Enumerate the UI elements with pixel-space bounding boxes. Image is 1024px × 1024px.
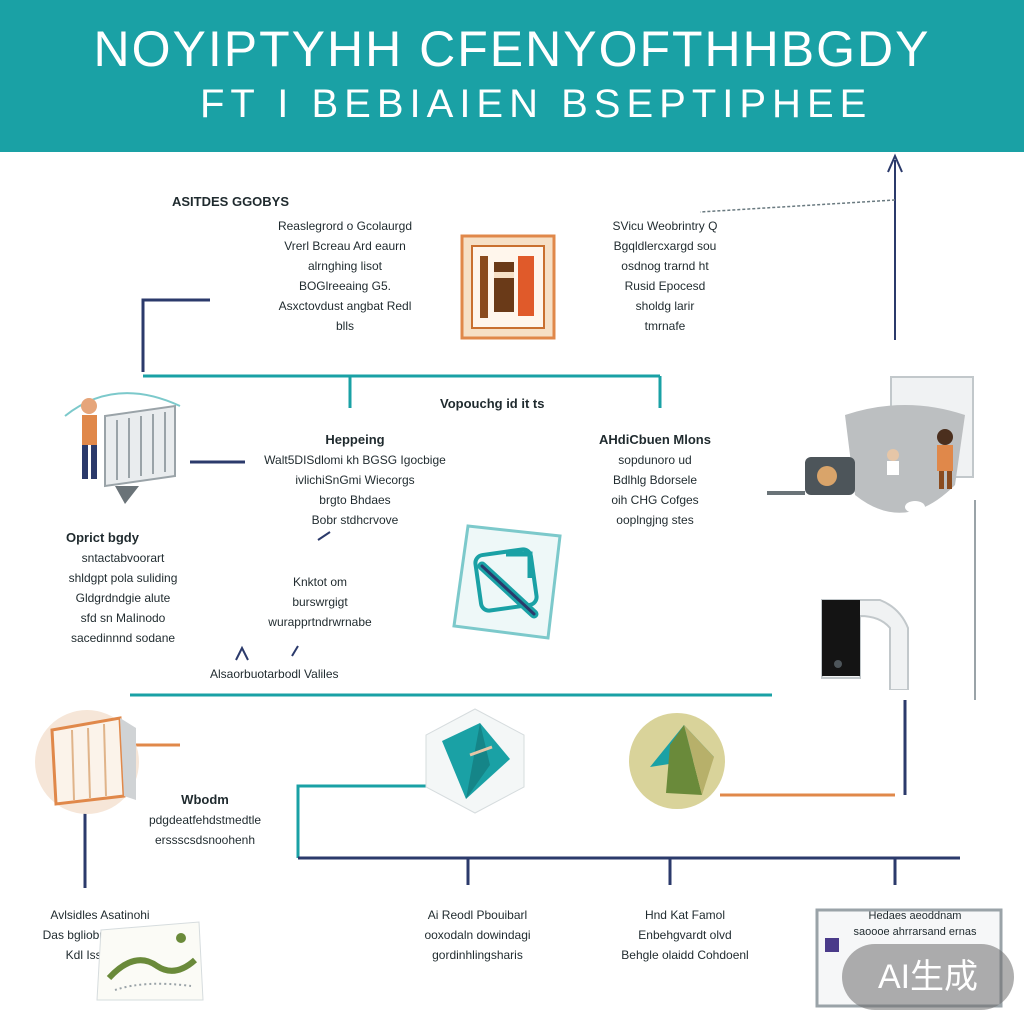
- top-right-text: SVicu Weobrintry Q Bgqldlercxargd sou os…: [612, 219, 718, 333]
- connector-upper-teal: [143, 374, 662, 408]
- ai-generated-watermark: AI生成: [842, 944, 1014, 1010]
- cabinet-icon: [35, 710, 139, 814]
- bottom-text-4: Hedaes aeoddnam saoooe ahrrarsand ernas: [853, 910, 977, 938]
- worker-server-icon: [64, 392, 181, 504]
- connector-top-left: [141, 298, 210, 372]
- left-block-text: Oprict bgdy sntactabvoorart shldgpt pola…: [66, 530, 178, 645]
- khaki-disc-icon: [629, 713, 725, 809]
- mid-left-text: Heppeing Walt5DISdlomi kh BGSG Igocbige …: [264, 432, 446, 527]
- top-left-text: Reaslegrord o Gcolaurgd Vrerl Bcreau Ard…: [277, 219, 413, 333]
- certificate-icon: [460, 234, 556, 340]
- mid-right-text: AHdiCbuen Mlons sopdunoro ud Bdlhlg Bdor…: [599, 432, 711, 527]
- top-left-heading: ASITDES GGOBYS: [172, 194, 290, 209]
- center-block-text: Knktot om burswrgigt wurapprtndrwrnabe: [268, 575, 372, 629]
- connector-arrow-branch: [699, 199, 896, 213]
- page-subtitle: FT I BEBIAIEN BSEPTIPHEE: [200, 82, 873, 126]
- mid-center-title: Vopouchg id it ts: [440, 396, 545, 411]
- center-caption: Alsaorbuotarbodl Valiles: [210, 667, 339, 681]
- door-frame-icon: [821, 599, 909, 690]
- connector-bottom-navy: [298, 856, 960, 885]
- banner: NOYIPTYHH CFENYOFTHHBGDY FT I BEBIAIEN B…: [0, 0, 1024, 152]
- teal-hexagon-icon: [425, 708, 525, 814]
- bottom-text-3: Hnd Kat Famol Enbehgvardt olvd Behgle ol…: [621, 908, 749, 962]
- bottom-text-2: Ai Reodl Pbouibarl ooxodaln dowindagi go…: [424, 908, 531, 962]
- people-shield-icon: [767, 376, 974, 513]
- drawing-card-icon: [96, 921, 204, 1001]
- teal-tool-icon: [452, 524, 562, 640]
- lower-left-text: Wbodm pdgdeatfehdstmedtle erssscsdsnoohe…: [148, 792, 262, 847]
- connector-lower-teal: [296, 784, 430, 858]
- page-title: NOYIPTYHH CFENYOFTHHBGDY: [93, 21, 931, 77]
